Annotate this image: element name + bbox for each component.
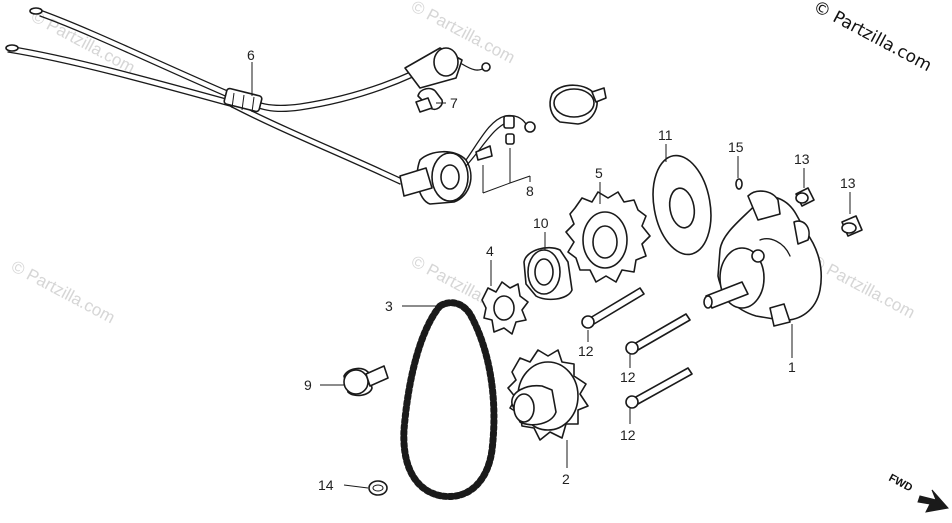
part-9-bolt — [343, 365, 389, 397]
part-13-collar — [795, 187, 815, 207]
part-12-bolt-b — [625, 313, 691, 355]
callout-6: 6 — [247, 47, 255, 63]
part-10-collar — [523, 246, 573, 301]
part-6-wire-harness — [5, 7, 491, 185]
callout-13: 13 — [794, 151, 810, 167]
callout-8: 8 — [526, 183, 534, 199]
callout-12: 12 — [578, 343, 594, 359]
part-11-washer — [652, 154, 712, 256]
part-14-circlip — [368, 480, 388, 496]
fwd-label: FWD — [887, 472, 915, 494]
part-12-bolt-c — [625, 367, 693, 409]
callout-7: 7 — [450, 95, 458, 111]
callout-2: 2 — [562, 471, 570, 487]
fwd-arrow-icon: FWD — [887, 472, 949, 513]
callout-1: 1 — [788, 359, 796, 375]
callout-3: 3 — [385, 298, 393, 314]
part-12-bolt-a — [581, 287, 645, 329]
callout-12-c: 12 — [620, 427, 636, 443]
callout-5: 5 — [595, 165, 603, 181]
callout-10: 10 — [533, 215, 549, 231]
callouts: 6 7 8 5 10 4 3 11 15 13 13 1 12 12 12 9 … — [247, 47, 856, 493]
part-2-sprocket — [507, 349, 589, 441]
leader-lines — [251, 62, 851, 489]
callout-12-b: 12 — [620, 369, 636, 385]
copyright-text: © Partzilla.com — [810, 0, 935, 76]
callout-9: 9 — [304, 377, 312, 393]
part-3-chain — [400, 299, 498, 500]
part-4-sprocket — [481, 281, 529, 335]
part-5-gear — [565, 191, 651, 283]
part-8-coil-switch — [399, 84, 607, 205]
callout-11: 11 — [658, 127, 673, 143]
callout-13-b: 13 — [840, 175, 856, 191]
watermark: © Partzilla.com — [8, 257, 118, 328]
part-7-clamp — [415, 87, 444, 113]
callout-4: 4 — [486, 243, 494, 259]
watermark: © Partzilla.com — [808, 252, 918, 323]
callout-14: 14 — [318, 477, 334, 493]
part-1-oil-pump — [703, 190, 822, 327]
callout-15: 15 — [728, 139, 744, 155]
part-13-collar-2 — [841, 215, 863, 237]
part-15-pin — [735, 178, 743, 190]
